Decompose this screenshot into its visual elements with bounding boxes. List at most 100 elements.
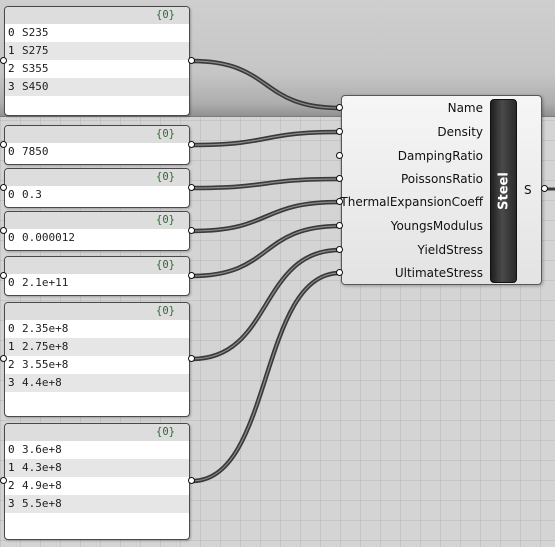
panel-input-grip[interactable] [0, 227, 7, 234]
panel-input-grip[interactable] [0, 272, 7, 279]
panel-header: {0} [5, 126, 189, 143]
panel-header: {0} [5, 7, 189, 24]
panel-item-count: {0} [156, 214, 175, 226]
input-grip-name[interactable] [336, 104, 343, 111]
panel-row: 3 4.4e+8 [5, 374, 189, 392]
row-value: 4.3e+8 [22, 461, 62, 474]
input-label-ultimate-stress: UltimateStress [394, 266, 483, 280]
row-value: 4.4e+8 [22, 376, 62, 389]
panel-output-grip[interactable] [188, 141, 195, 148]
input-grip-density[interactable] [336, 128, 343, 135]
row-value: 2.75e+8 [22, 340, 69, 353]
panel-row: 0 2.1e+11 [5, 274, 189, 292]
panel-row: 0 S235 [5, 24, 189, 42]
panel-output-grip[interactable] [188, 477, 195, 484]
panel-input-grip[interactable] [0, 355, 7, 362]
row-index: 3 [8, 376, 15, 389]
panel-input-grip[interactable] [0, 184, 7, 191]
row-index: 2 [8, 358, 15, 371]
panel-yield-stress[interactable]: {0} 0 2.35e+8 1 2.75e+8 2 3.55e+8 3 4.4e+8 [4, 302, 190, 417]
row-value: 7850 [22, 145, 49, 158]
output-grip-s[interactable] [541, 185, 548, 192]
input-label-youngs-modulus: YoungsModulus [390, 219, 483, 233]
wire-thermal-highlight [191, 201, 341, 232]
output-label-s: S [524, 183, 532, 197]
input-label-thermal-expansion-coeff: ThermalExpansionCoeff [340, 195, 483, 209]
panel-item-count: {0} [156, 128, 175, 140]
panel-row: 1 2.75e+8 [5, 338, 189, 356]
input-label-name: Name [447, 101, 483, 115]
row-index: 1 [8, 461, 15, 474]
row-index: 0 [8, 188, 15, 201]
panel-header: {0} [5, 257, 189, 274]
panel-youngs-modulus[interactable]: {0} 0 2.1e+11 [4, 256, 190, 296]
row-value: S355 [22, 62, 49, 75]
row-value: 0.3 [22, 188, 42, 201]
panel-input-grip[interactable] [0, 57, 7, 64]
row-value: 0.000012 [22, 231, 75, 244]
wire-ultimate-highlight [191, 272, 341, 482]
panel-row: 3 5.5e+8 [5, 495, 189, 513]
row-index: 0 [8, 231, 15, 244]
panel-output-grip[interactable] [188, 184, 195, 191]
panel-row: 0 2.35e+8 [5, 320, 189, 338]
panel-header: {0} [5, 424, 189, 441]
component-nickname-bar: Steel [490, 99, 517, 283]
row-index: 0 [8, 322, 15, 335]
panel-row: 0 7850 [5, 143, 189, 161]
wire-name-highlight [191, 60, 341, 109]
panel-density[interactable]: {0} 0 7850 [4, 125, 190, 165]
wire-density-highlight [191, 131, 341, 146]
wire-poissons-highlight [191, 178, 341, 189]
input-grip-yield-stress[interactable] [336, 246, 343, 253]
input-label-damping-ratio: DampingRatio [397, 149, 483, 163]
panel-row: 2 3.55e+8 [5, 356, 189, 374]
input-label-density: Density [437, 125, 483, 139]
input-label-yield-stress: YieldStress [417, 243, 483, 257]
row-index: 1 [8, 340, 15, 353]
input-grip-youngs-modulus[interactable] [336, 222, 343, 229]
input-label-poissons-ratio: PoissonsRatio [401, 172, 483, 186]
row-value: S450 [22, 80, 49, 93]
input-grip-damping-ratio[interactable] [336, 152, 343, 159]
panel-output-grip[interactable] [188, 57, 195, 64]
panel-row: 2 4.9e+8 [5, 477, 189, 495]
row-value: 2.35e+8 [22, 322, 69, 335]
input-grip-thermal-expansion[interactable] [336, 198, 343, 205]
row-value: 4.9e+8 [22, 479, 62, 492]
panel-item-count: {0} [156, 305, 175, 317]
wire-youngs-highlight [191, 225, 341, 277]
row-index: 0 [8, 276, 15, 289]
panel-thermal-expansion[interactable]: {0} 0 0.000012 [4, 211, 190, 251]
row-index: 0 [8, 145, 15, 158]
panel-input-grip[interactable] [0, 477, 7, 484]
row-value: 5.5e+8 [22, 497, 62, 510]
steel-component[interactable]: Name Density DampingRatio PoissonsRatio … [340, 95, 542, 285]
row-value: 3.55e+8 [22, 358, 69, 371]
row-value: S275 [22, 44, 49, 57]
panel-header: {0} [5, 212, 189, 229]
panel-output-grip[interactable] [188, 355, 195, 362]
panel-header: {0} [5, 169, 189, 186]
panel-output-grip[interactable] [188, 272, 195, 279]
row-value: S235 [22, 26, 49, 39]
panel-output-grip[interactable] [188, 227, 195, 234]
row-value: 2.1e+11 [22, 276, 69, 289]
panel-input-grip[interactable] [0, 141, 7, 148]
row-index: 0 [8, 26, 15, 39]
panel-row: 1 4.3e+8 [5, 459, 189, 477]
row-index: 3 [8, 497, 15, 510]
row-index: 0 [8, 443, 15, 456]
row-index: 2 [8, 479, 15, 492]
input-grip-ultimate-stress[interactable] [336, 269, 343, 276]
input-grip-poissons-ratio[interactable] [336, 175, 343, 182]
